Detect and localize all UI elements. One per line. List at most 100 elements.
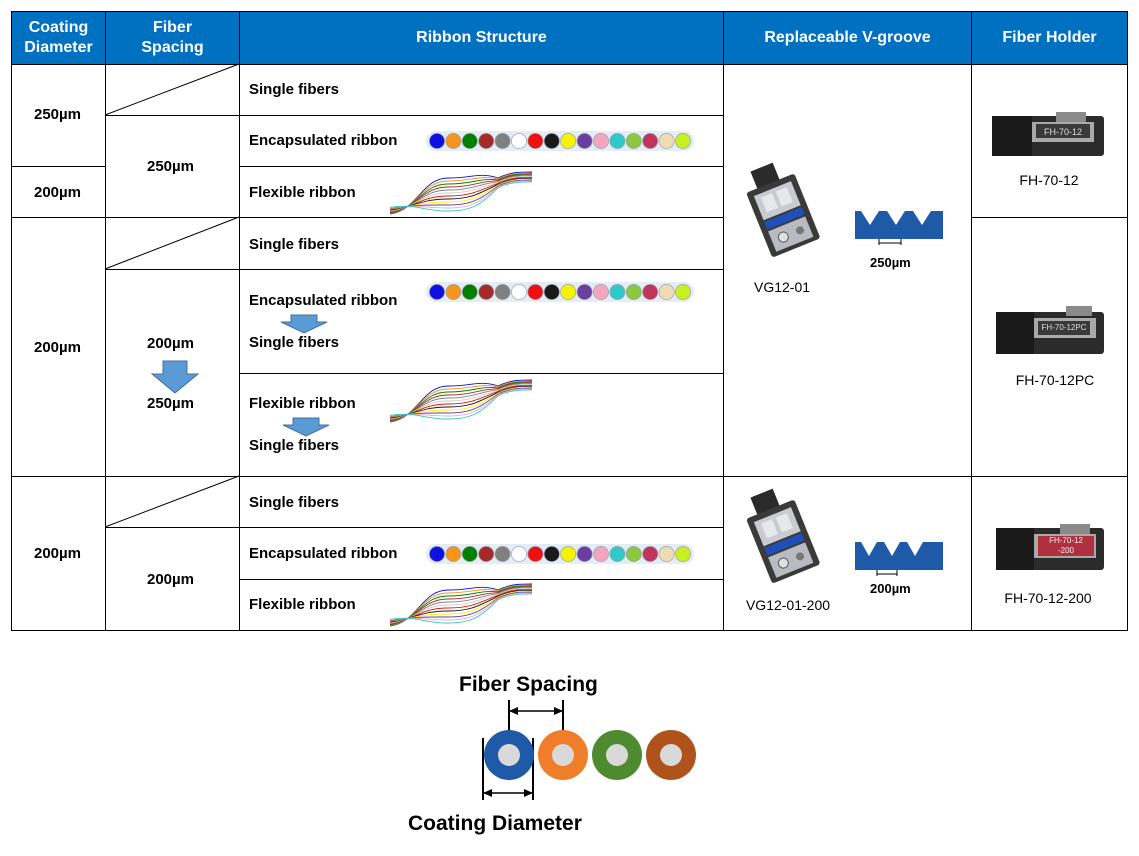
ribbon-type-label: Single fibers	[249, 236, 340, 253]
header-fiber-holder: Fiber Holder	[972, 12, 1127, 64]
ribbon-fiber-strand	[389, 171, 533, 215]
ribbon-fiber	[511, 284, 527, 300]
ribbon-fiber-strand	[389, 583, 533, 627]
coating-diameter-diagram-title: Coating Diameter	[408, 812, 582, 835]
ribbon-fiber-strand	[389, 585, 533, 626]
fiber-holder-photo	[996, 524, 1104, 570]
coating-diameter-cell: 200µm	[34, 339, 82, 356]
ribbon-fiber-strand	[389, 180, 533, 209]
header-fiber-holder-label: Fiber Holder	[1002, 29, 1097, 46]
ribbon-fiber-strand	[389, 586, 533, 625]
ribbon-fiber	[543, 133, 560, 149]
ribbon-fiber	[511, 546, 527, 562]
ribbon-matrix	[426, 544, 694, 564]
ribbon-fiber	[609, 546, 626, 562]
ribbon-fiber-strand	[389, 384, 533, 419]
ribbon-type-label: Single fibers	[249, 81, 340, 98]
vgroove-pitch: 250µm	[870, 255, 911, 270]
coating-diameter-cell: 250µm	[34, 106, 82, 123]
down-arrow-icon	[282, 417, 330, 437]
encapsulated-ribbon-illustration	[426, 282, 694, 302]
ribbon-fiber-strand	[389, 382, 533, 421]
ribbon-fiber-strand	[389, 381, 533, 422]
ribbon-fiber	[429, 284, 445, 300]
ribbon-fiber-strand	[389, 176, 533, 212]
ribbon-type-label: Flexible ribbon	[249, 184, 356, 201]
ribbon-fiber-strand	[389, 592, 533, 621]
ribbon-fiber	[642, 284, 659, 300]
fiber-spacing-from: 200µm	[147, 335, 195, 352]
ribbon-fiber	[494, 284, 511, 300]
ribbon-fiber	[593, 284, 609, 300]
encapsulated-ribbon-illustration	[426, 544, 694, 564]
ribbon-fiber	[478, 284, 495, 300]
holder-name: FH-70-12PC	[1015, 372, 1095, 388]
ribbon-fiber-strand	[389, 588, 533, 624]
ribbon-fiber-strand	[389, 385, 533, 419]
ribbon-fiber-strand	[389, 173, 533, 214]
ribbon-matrix	[426, 282, 694, 302]
ribbon-type-label: Flexible ribbon	[249, 395, 356, 412]
ribbon-fiber-strand	[389, 174, 533, 213]
encapsulated-ribbon-illustration	[426, 131, 694, 151]
diagram-fiber-cladding	[552, 744, 574, 766]
fiber-holder-photo	[992, 112, 1104, 156]
fiber-spacing-diagram-title: Fiber Spacing	[459, 673, 598, 696]
holder-name: FH-70-12	[1019, 172, 1079, 188]
vgroove-name: VG12-01-200	[745, 597, 831, 613]
vgroove-photo	[746, 488, 820, 583]
coating-diameter-cell: 200µm	[34, 545, 82, 562]
header-ribbon-structure: Ribbon Structure	[240, 12, 723, 64]
vgroove-name: VG12-01	[753, 279, 811, 295]
ribbon-fiber-strand	[389, 175, 533, 213]
ribbon-fiber	[445, 133, 462, 149]
ribbon-fiber-strand	[389, 388, 533, 417]
fiber-holder-photo	[996, 306, 1104, 354]
ribbon-fiber	[494, 133, 511, 149]
ribbon-fiber	[478, 133, 495, 149]
flexible-ribbon-illustration	[389, 583, 533, 627]
ribbon-fiber	[609, 133, 626, 149]
header-fiber-spacing-label: Fiber Spacing	[141, 19, 204, 56]
ribbon-fiber-strand	[389, 590, 533, 622]
down-arrow-icon	[150, 360, 200, 394]
ribbon-fiber-strand	[389, 384, 533, 420]
ribbon-fiber	[461, 546, 478, 562]
empty-cell-diagonal-1	[104, 63, 240, 116]
ribbon-type-sub-label: Single fibers	[249, 437, 340, 454]
ribbon-type-label: Single fibers	[249, 494, 340, 511]
fiber-spacing-cell: 250µm	[147, 158, 195, 175]
vgroove-profile-icon	[855, 211, 943, 245]
ribbon-fiber-strand	[389, 589, 533, 623]
ribbon-fiber	[675, 546, 691, 562]
ribbon-fiber-strand	[389, 387, 533, 418]
ribbon-fiber	[527, 133, 544, 149]
ribbon-fiber	[658, 133, 675, 149]
ribbon-fiber	[461, 284, 478, 300]
ribbon-fiber-strand	[389, 386, 533, 418]
ribbon-fiber-strand	[389, 176, 533, 211]
ribbon-fiber-strand	[389, 588, 533, 623]
ribbon-fiber-strand	[389, 181, 533, 212]
vgroove-pitch: 200µm	[870, 581, 911, 596]
ribbon-fiber-strand	[389, 389, 533, 420]
ribbon-fiber	[625, 133, 642, 149]
holder-plate-label: FH-70-12	[1043, 127, 1082, 137]
ribbon-fiber	[527, 546, 544, 562]
flexible-ribbon-illustration	[389, 171, 533, 215]
ribbon-type-label: Encapsulated ribbon	[249, 545, 398, 562]
ribbon-fiber	[658, 546, 675, 562]
ribbon-fiber-strand	[389, 179, 533, 210]
ribbon-fiber	[625, 284, 642, 300]
ribbon-matrix	[426, 131, 694, 151]
down-arrow-icon	[280, 314, 328, 334]
holder-name: FH-70-12-200	[1004, 590, 1092, 606]
ribbon-fiber	[658, 284, 675, 300]
ribbon-fiber	[560, 284, 577, 300]
ribbon-fiber	[642, 546, 659, 562]
ribbon-fiber	[642, 133, 659, 149]
fiber-spacing-cell: 200µm	[147, 571, 195, 588]
diagram-fiber-cladding	[660, 744, 682, 766]
ribbon-fiber-strand	[389, 177, 533, 211]
header-replaceable-vgroove-label: Replaceable V-groove	[764, 29, 931, 46]
